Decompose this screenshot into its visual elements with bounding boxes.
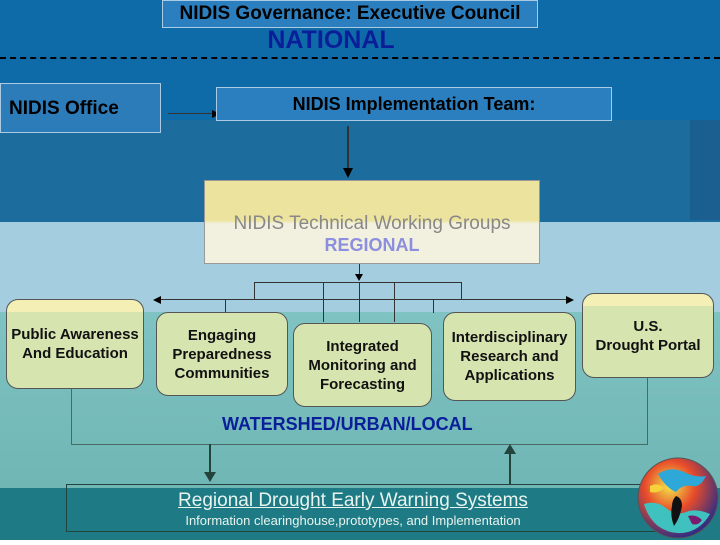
rdews-box: Regional Drought Early Warning Systems I…	[66, 484, 696, 532]
nidis-office-label: NIDIS Office	[9, 98, 119, 119]
group-tab	[583, 294, 713, 306]
technical-working-groups-label: NIDIS Technical Working Groups	[233, 213, 511, 234]
group-drought-portal: U.S. Drought Portal	[582, 293, 714, 378]
group-label: U.S. Drought Portal	[595, 317, 701, 354]
groups-trunk-line	[359, 264, 360, 278]
groups-branch-mid-line	[160, 299, 568, 300]
band-strip	[690, 120, 720, 220]
arrow-right-small-icon	[566, 296, 574, 304]
up-arrow-line	[509, 454, 511, 484]
branch-to-integrated-2	[359, 282, 360, 322]
group-label: Engaging Preparedness Communities	[172, 326, 272, 382]
group-interdisciplinary-research: Interdisciplinary Research and Applicati…	[443, 312, 576, 401]
groups-branch-top-line	[254, 282, 461, 283]
rdews-title: Regional Drought Early Warning Systems	[178, 490, 528, 511]
group-integrated-monitoring: Integrated Monitoring and Forecasting	[293, 323, 432, 407]
branch-to-integrated	[323, 282, 324, 322]
public-awareness-drop	[71, 389, 72, 444]
branch-right-drop	[461, 282, 462, 300]
implementation-team-label: NIDIS Implementation Team:	[292, 94, 536, 114]
group-label: Public Awareness And Education	[11, 326, 139, 362]
drought-portal-drop	[647, 378, 648, 444]
branch-to-interdisciplinary-2	[433, 299, 434, 313]
team-to-groups-arrow-line	[347, 126, 349, 170]
technical-working-groups-box: NIDIS Technical Working Groups REGIONAL	[204, 180, 540, 264]
executive-council-box: NIDIS Governance: Executive Council	[162, 0, 538, 28]
national-level-label: NATIONAL	[267, 26, 395, 54]
rdews-collector-line	[71, 444, 648, 445]
down-arrow-line	[209, 444, 211, 474]
nidis-office-box: NIDIS Office	[0, 83, 161, 133]
branch-to-engaging	[225, 299, 226, 313]
branch-to-interdisciplinary	[394, 282, 395, 322]
arrow-left-icon	[153, 296, 161, 304]
group-label: Integrated Monitoring and Forecasting	[308, 337, 417, 393]
group-engaging-preparedness: Engaging Preparedness Communities	[156, 312, 288, 396]
arrow-down-icon	[343, 168, 353, 178]
regional-level-label: REGIONAL	[324, 235, 420, 255]
group-label: Interdisciplinary Research and Applicati…	[451, 329, 568, 384]
rdews-subtitle: Information clearinghouse,prototypes, an…	[185, 513, 521, 528]
local-level-label: WATERSHED/URBAN/LOCAL	[222, 414, 473, 434]
group-public-awareness: Public Awareness And Education	[6, 299, 144, 389]
arrow-down-to-rdews-icon	[204, 472, 216, 482]
arrow-up-from-rdews-icon	[504, 444, 516, 454]
office-to-team-arrow-line	[168, 113, 214, 114]
sea-surface-temperature-globe-icon	[636, 456, 720, 540]
implementation-team-box: NIDIS Implementation Team:	[216, 87, 612, 121]
executive-council-label: NIDIS Governance: Executive Council	[179, 3, 521, 24]
arrow-down-small-icon	[355, 274, 363, 281]
group-tab	[7, 300, 143, 312]
branch-left-drop	[254, 282, 255, 300]
national-divider	[0, 57, 720, 59]
